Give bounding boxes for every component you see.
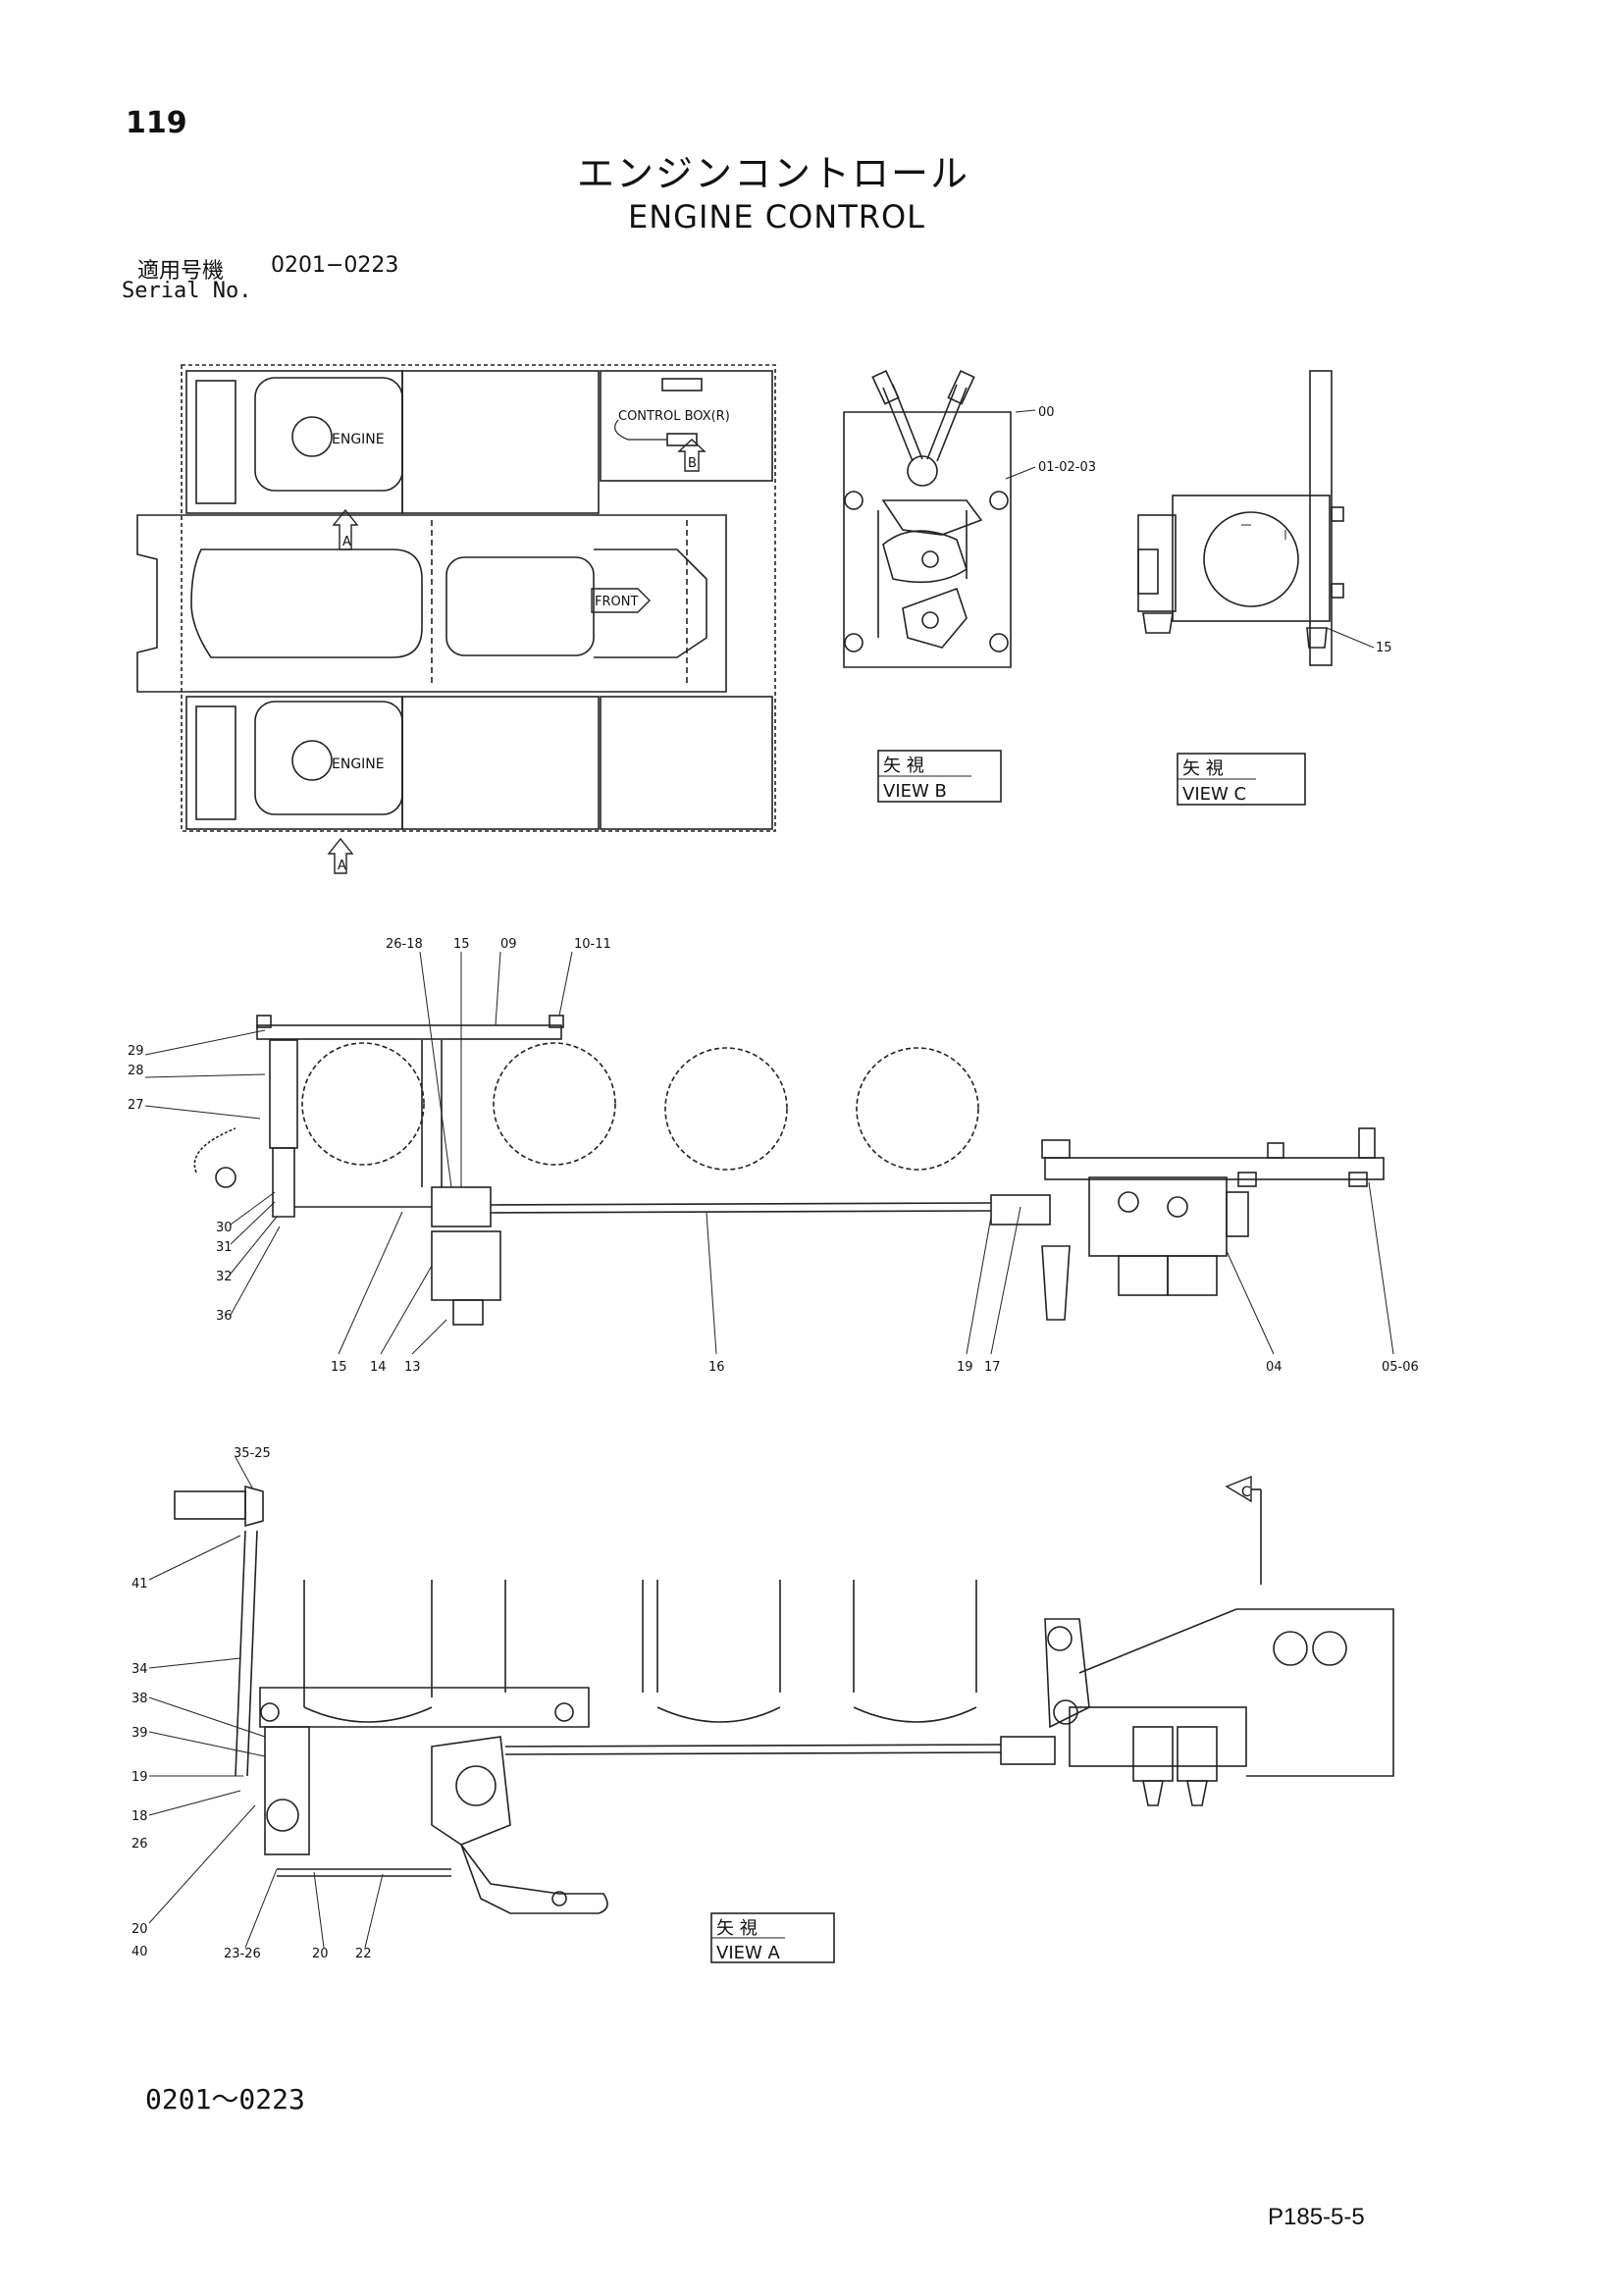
callout-05-06: 05-06 (1382, 1360, 1419, 1375)
view-b-drawing (843, 369, 1036, 803)
callout-20-left: 20 (131, 1922, 148, 1937)
view-a-drawing (148, 1456, 1394, 1963)
title-english: ENGINE CONTROL (628, 198, 925, 235)
title-japanese: エンジンコントロール (577, 152, 970, 195)
callout-19-view-a: 19 (131, 1770, 148, 1785)
serial-label-english: Serial No. (122, 279, 252, 303)
callout-04: 04 (1266, 1360, 1283, 1375)
callout-17: 17 (984, 1360, 1001, 1375)
callout-10-11: 10-11 (574, 937, 611, 952)
callout-35-25: 35-25 (234, 1446, 271, 1461)
arrow-b-label: B (688, 456, 697, 471)
callout-15-top: 15 (453, 937, 470, 952)
callout-34: 34 (131, 1662, 148, 1677)
main-view-drawing (144, 951, 1394, 1355)
callout-22: 22 (355, 1947, 372, 1961)
view-c-caption-en: VIEW C (1182, 784, 1246, 805)
callout-31: 31 (216, 1240, 233, 1255)
callout-28: 28 (128, 1064, 144, 1078)
page-code: P185-5-5 (1268, 2204, 1365, 2230)
view-b-caption-jp: 矢 視 (883, 756, 924, 776)
arrow-a-label-lower: A (338, 859, 346, 873)
front-label: FRONT (595, 595, 638, 609)
view-b-caption-en: VIEW B (883, 781, 947, 802)
view-b-callout-00: 00 (1038, 405, 1055, 420)
callout-27: 27 (128, 1098, 144, 1113)
callout-09: 09 (500, 937, 517, 952)
callout-38: 38 (131, 1692, 148, 1706)
view-a-caption-jp: 矢 視 (716, 1918, 758, 1939)
view-a-caption-en: VIEW A (716, 1943, 781, 1963)
callout-39: 39 (131, 1726, 148, 1741)
serial-label-japanese: 適用号機 (137, 259, 225, 284)
engine-label-lower: ENGINE (332, 757, 385, 772)
callout-32: 32 (216, 1270, 233, 1284)
page-number: 119 (126, 106, 187, 140)
engine-label-upper: ENGINE (332, 432, 385, 447)
callout-36: 36 (216, 1309, 233, 1324)
callout-14: 14 (370, 1360, 387, 1375)
callout-26-18: 26-18 (386, 937, 423, 952)
footer-serial-range: 0201～0223 (145, 2083, 305, 2115)
callout-41: 41 (131, 1577, 148, 1592)
callout-13: 13 (404, 1360, 421, 1375)
callout-23-26: 23-26 (224, 1947, 261, 1961)
callout-40: 40 (131, 1945, 148, 1959)
control-box-label: CONTROL BOX(R) (618, 409, 730, 424)
callout-16: 16 (708, 1360, 725, 1375)
serial-range: 0201−0223 (271, 253, 399, 278)
callout-20-right: 20 (312, 1947, 329, 1961)
callout-30: 30 (216, 1221, 233, 1235)
view-a-marker-c: C (1241, 1485, 1251, 1500)
view-b-callout-01-02-03: 01-02-03 (1038, 460, 1096, 475)
overview-plan (136, 364, 776, 874)
callout-15-bottom: 15 (331, 1360, 347, 1375)
view-c-drawing (1137, 370, 1375, 806)
callout-26-view-a: 26 (131, 1837, 148, 1852)
view-c-caption-jp: 矢 視 (1182, 758, 1224, 779)
callout-19: 19 (957, 1360, 973, 1375)
view-c-callout-15: 15 (1376, 641, 1392, 655)
callout-29: 29 (128, 1044, 144, 1059)
arrow-a-label-upper: A (342, 535, 351, 549)
callout-18-view-a: 18 (131, 1809, 148, 1824)
